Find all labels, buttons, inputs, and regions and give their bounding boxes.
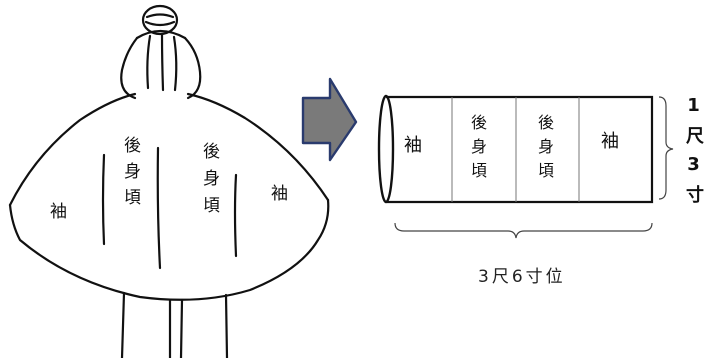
person-label-back-body-left: 後身頃	[120, 136, 140, 214]
person-label-sleeve-left: 袖	[50, 202, 67, 222]
cloth-label-back-body-left: 後身頃	[468, 114, 487, 186]
height-bracket	[658, 96, 674, 200]
height-dimension-label: 1尺3寸	[683, 95, 704, 213]
width-bracket	[394, 222, 653, 239]
width-dimension-label: 3尺6寸位	[478, 267, 566, 287]
person-legs	[120, 291, 229, 360]
garment-seam-lines	[101, 146, 238, 270]
cloth-label-sleeve-right: 袖	[601, 131, 619, 152]
arrow-right-icon	[301, 77, 358, 162]
person-garment	[8, 92, 330, 301]
cloth-bolt	[377, 94, 654, 204]
person-label-sleeve-right: 袖	[271, 184, 288, 204]
person-head	[120, 4, 202, 100]
person-label-back-body-right: 後身頃	[199, 142, 219, 223]
cloth-label-back-body-right: 後身頃	[535, 114, 554, 186]
cloth-label-sleeve-left: 袖	[404, 135, 422, 156]
